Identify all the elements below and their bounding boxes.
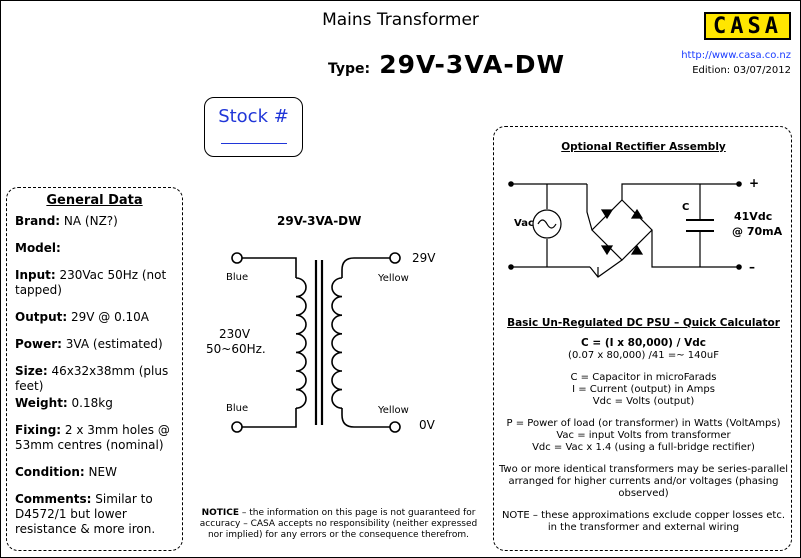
series-note: Two or more identical transformers may b… [498, 464, 789, 499]
def-p: P = Power of load (or transformer) in Wa… [506, 418, 781, 429]
output-item: Output: 29V @ 0.10A [15, 310, 174, 325]
website-link[interactable]: http://www.casa.co.nz [681, 50, 791, 61]
item-key: Size: [15, 364, 48, 378]
model-item: Model: [15, 241, 174, 256]
power-item: Power: 3VA (estimated) [15, 337, 174, 352]
rectifier-schematic [508, 181, 742, 278]
approx-note: NOTE – these approximations exclude copp… [501, 510, 786, 533]
wire-label-bottom-left: Blue [226, 403, 249, 414]
item-value: 3VA (estimated) [61, 337, 163, 351]
item-value: NA (NZ?) [60, 214, 118, 228]
fixing-item: Fixing: 2 x 3mm holes @ 53mm centres (no… [15, 423, 174, 453]
item-key: Output: [15, 310, 68, 324]
terminal-secondary-top [389, 252, 401, 264]
output-current: @ 70mA [732, 225, 783, 238]
stock-label: Stock # [218, 106, 289, 127]
plus-terminal-label: + [749, 176, 760, 190]
type-label: Type: [328, 61, 371, 77]
wire-label-top-left: Blue [226, 272, 249, 283]
calculator-body: C = (I x 80,000) / Vdc (0.07 x 80,000) /… [498, 337, 789, 544]
item-value: Similar to D4572/1 but lower resistance … [15, 492, 156, 536]
secondary-coil [331, 277, 343, 409]
general-data-heading: General Data [46, 193, 143, 208]
capacitor-formula: C = (I x 80,000) / Vdc [581, 337, 706, 349]
capacitor-label: C [682, 202, 690, 213]
formula-example: (0.07 x 80,000) /41 =~ 140uF [568, 350, 719, 361]
def-vac: Vac = input Volts from transformer [556, 430, 731, 441]
brand-item: Brand: NA (NZ?) [15, 214, 174, 229]
output-voltage: 41Vdc [734, 210, 773, 223]
item-key: Weight: [15, 396, 68, 410]
def-c: C = Capacitor in microFarads [570, 372, 717, 383]
item-value: 230Vac 50Hz (not tapped) [15, 268, 167, 297]
transformer-title: 29V-3VA-DW [277, 214, 362, 228]
item-value: 29V @ 0.10A [67, 310, 150, 324]
item-value: 2 x 3mm holes @ 53mm centres (nominal) [15, 423, 170, 452]
terminal-secondary-bottom [389, 421, 401, 433]
ac-source-icon [532, 209, 562, 239]
stock-blank-line [220, 131, 287, 144]
type-row: Type: 29V-3VA-DW [328, 50, 565, 79]
transformer-schematic [231, 252, 401, 433]
item-value: 46x32x38mm (plus feet) [15, 364, 169, 393]
input-item: Input: 230Vac 50Hz (not tapped) [15, 268, 174, 298]
condition-item: Condition: NEW [15, 465, 174, 480]
stock-number-box: Stock # [204, 97, 303, 157]
def-i: I = Current (output) in Amps [572, 384, 715, 395]
type-value: 29V-3VA-DW [379, 50, 566, 79]
bridge-rectifier [591, 199, 653, 261]
def-vdc2: Vdc = Vac x 1.4 (using a full-bridge rec… [532, 442, 755, 453]
item-key: Brand: [15, 214, 61, 228]
calculator-title: Basic Un-Regulated DC PSU – Quick Calcul… [507, 317, 780, 329]
item-key: Condition: [15, 465, 85, 479]
item-value: 0.18kg [67, 396, 113, 410]
rectifier-title: Optional Rectifier Assembly [561, 141, 726, 153]
casa-logo: CASA [704, 12, 791, 40]
rectifier-panel: Optional Rectifier Assembly [493, 126, 792, 551]
item-value: NEW [84, 465, 117, 479]
size-item: Size: 46x32x38mm (plus feet) [15, 364, 174, 394]
primary-voltage: 230V [219, 327, 251, 341]
item-key: Input: [15, 268, 56, 282]
notice-label: NOTICE [201, 508, 240, 518]
def-vdc: Vdc = Volts (output) [592, 396, 695, 407]
page-title: Mains Transformer [322, 10, 479, 30]
notice-body: – the information on this page is not gu… [199, 508, 478, 540]
notice-text: NOTICE – the information on this page is… [196, 508, 481, 541]
item-key: Fixing: [15, 423, 62, 437]
wire-label-bottom-right: Yellow [378, 405, 409, 416]
secondary-voltage-bottom: 0V [419, 418, 435, 432]
primary-coil [295, 277, 307, 409]
terminal-primary-bottom [231, 421, 243, 433]
vac-label: Vac [514, 218, 534, 229]
primary-frequency: 50~60Hz. [206, 342, 266, 356]
terminal-primary-top [231, 252, 243, 264]
edition-date: Edition: 03/07/2012 [692, 65, 791, 76]
item-key: Model: [15, 241, 61, 255]
secondary-voltage-top: 29V [412, 251, 436, 265]
item-key: Power: [15, 337, 62, 351]
weight-item: Weight: 0.18kg [15, 396, 174, 411]
minus-terminal-label: – [749, 260, 755, 274]
comments-item: Comments: Similar to D4572/1 but lower r… [15, 492, 174, 537]
wire-label-top-right: Yellow [378, 273, 409, 284]
item-key: Comments: [15, 492, 92, 506]
general-data-panel: General Data Brand: NA (NZ?) Model: Inpu… [6, 187, 183, 551]
